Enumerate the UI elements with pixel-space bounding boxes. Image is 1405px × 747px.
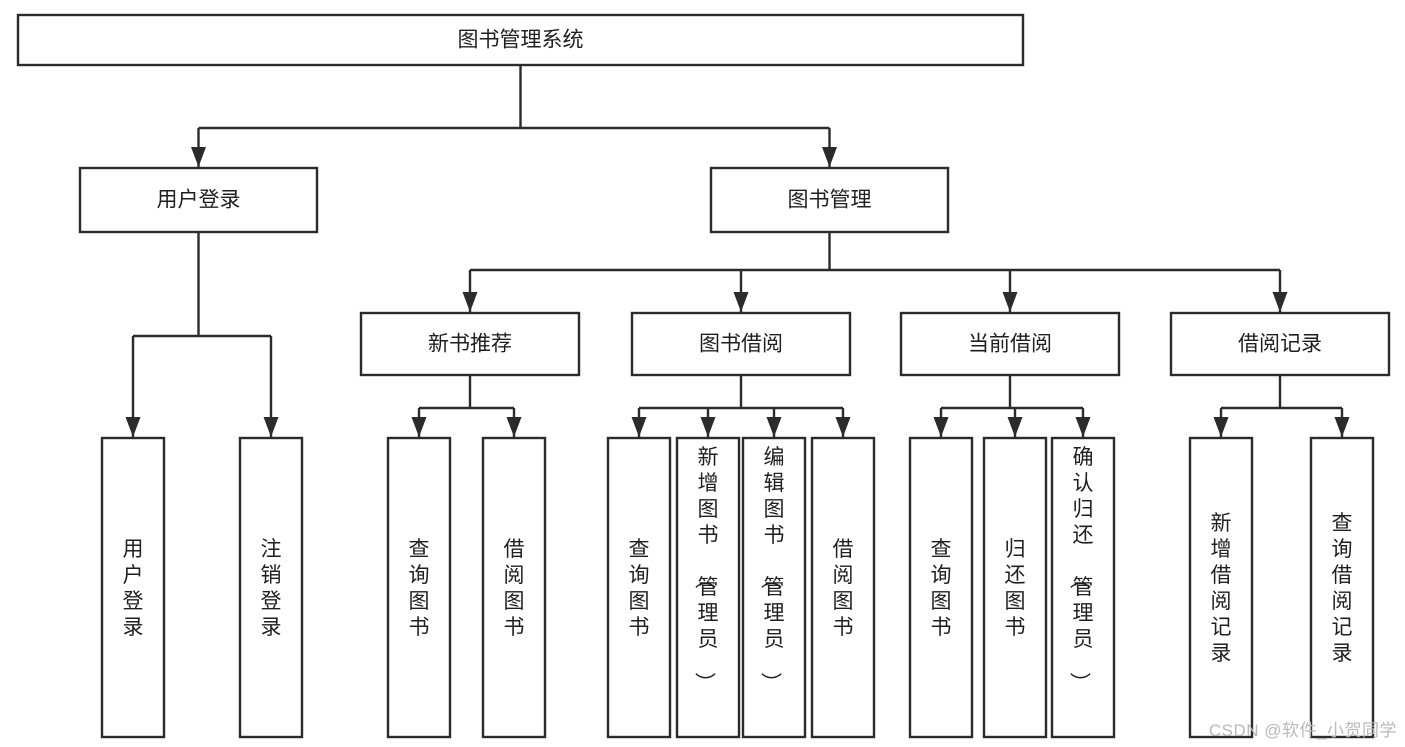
node-box[interactable]: [675, 436, 741, 739]
node-label: 图书借阅: [699, 333, 783, 356]
arrow-head-icon: [506, 417, 522, 437]
arrow-head-icon: [631, 417, 647, 437]
node-box[interactable]: [78, 166, 319, 234]
node-box[interactable]: [630, 311, 852, 377]
diagram-node[interactable]: 图书管理: [709, 166, 950, 234]
node-label: 新增借阅记录: [1211, 512, 1232, 665]
node-box[interactable]: [741, 436, 807, 739]
diagram-node[interactable]: 注销登录: [238, 436, 304, 739]
diagram-node[interactable]: 编辑图书（管理员）: [741, 436, 807, 739]
arrow-head-icon: [933, 417, 949, 437]
arrow-head-icon: [835, 417, 851, 437]
diagram-node[interactable]: 归还图书: [982, 436, 1048, 739]
node-label: 当前借阅: [968, 333, 1052, 356]
arrow-head-icon: [1213, 417, 1229, 437]
diagram-node[interactable]: 用户登录: [100, 436, 166, 739]
node-label: 编辑图书（管理员）: [759, 446, 785, 693]
node-box[interactable]: [238, 436, 304, 739]
diagram-node[interactable]: 新书推荐: [359, 311, 581, 377]
diagram-node[interactable]: 新增借阅记录: [1188, 436, 1254, 739]
node-box[interactable]: [386, 436, 452, 739]
arrow-head-icon: [1334, 417, 1350, 437]
diagram-node[interactable]: 用户登录: [78, 166, 319, 234]
diagram-node[interactable]: 图书管理系统: [16, 13, 1025, 67]
node-box[interactable]: [908, 436, 974, 739]
diagram-node[interactable]: 查询图书: [606, 436, 672, 739]
node-label: 用户登录: [157, 189, 241, 212]
node-label: 借阅图书: [833, 538, 854, 639]
node-label: 新增图书（管理员）: [693, 446, 719, 693]
node-box[interactable]: [100, 436, 166, 739]
node-label: 图书管理: [788, 189, 872, 212]
edges-layer: [125, 65, 1350, 437]
diagram-node[interactable]: 查询借阅记录: [1309, 436, 1375, 739]
arrow-head-icon: [1002, 292, 1018, 312]
arrow-head-icon: [191, 147, 206, 167]
diagram-node[interactable]: 查询图书: [386, 436, 452, 739]
arrow-head-icon: [700, 417, 716, 437]
arrow-head-icon: [462, 292, 478, 312]
node-label: 查询图书: [931, 538, 952, 639]
node-label: 归还图书: [1005, 538, 1026, 639]
arrow-head-icon: [1272, 292, 1288, 312]
diagram-node[interactable]: 借阅记录: [1169, 311, 1391, 377]
diagram-node[interactable]: 借阅图书: [481, 436, 547, 739]
node-box[interactable]: [1050, 436, 1116, 739]
node-label: 借阅记录: [1238, 333, 1322, 356]
diagram-node[interactable]: 借阅图书: [810, 436, 876, 739]
node-box[interactable]: [1309, 436, 1375, 739]
node-label: 确认归还（管理员）: [1068, 446, 1094, 693]
node-box[interactable]: [709, 166, 950, 234]
node-label: 查询图书: [409, 538, 430, 639]
diagram-node[interactable]: 新增图书（管理员）: [675, 436, 741, 739]
node-box[interactable]: [810, 436, 876, 739]
node-label: 借阅图书: [504, 538, 525, 639]
diagram-node[interactable]: 图书借阅: [630, 311, 852, 377]
arrow-head-icon: [766, 417, 782, 437]
node-box[interactable]: [1169, 311, 1391, 377]
arrow-head-icon: [822, 147, 837, 167]
node-label: 新书推荐: [428, 333, 512, 356]
node-box[interactable]: [1188, 436, 1254, 739]
node-label: 注销登录: [261, 538, 282, 639]
node-box[interactable]: [481, 436, 547, 739]
nodes-layer: 图书管理系统用户登录图书管理新书推荐图书借阅当前借阅借阅记录用户登录注销登录查询…: [16, 13, 1391, 739]
node-box[interactable]: [16, 13, 1025, 67]
arrow-head-icon: [733, 292, 749, 312]
node-box[interactable]: [899, 311, 1121, 377]
node-label: 查询图书: [629, 538, 650, 639]
arrow-head-icon: [125, 417, 141, 437]
diagram-node[interactable]: 当前借阅: [899, 311, 1121, 377]
arrow-head-icon: [263, 417, 279, 437]
node-box[interactable]: [359, 311, 581, 377]
arrow-head-icon: [1075, 417, 1091, 437]
node-label: 图书管理系统: [458, 29, 584, 52]
arrow-head-icon: [1007, 417, 1023, 437]
node-box[interactable]: [606, 436, 672, 739]
node-box[interactable]: [982, 436, 1048, 739]
arrow-head-icon: [411, 417, 427, 437]
diagram-node[interactable]: 确认归还（管理员）: [1050, 436, 1116, 739]
node-label: 查询借阅记录: [1332, 512, 1353, 665]
node-label: 用户登录: [123, 538, 144, 639]
diagram-node[interactable]: 查询图书: [908, 436, 974, 739]
